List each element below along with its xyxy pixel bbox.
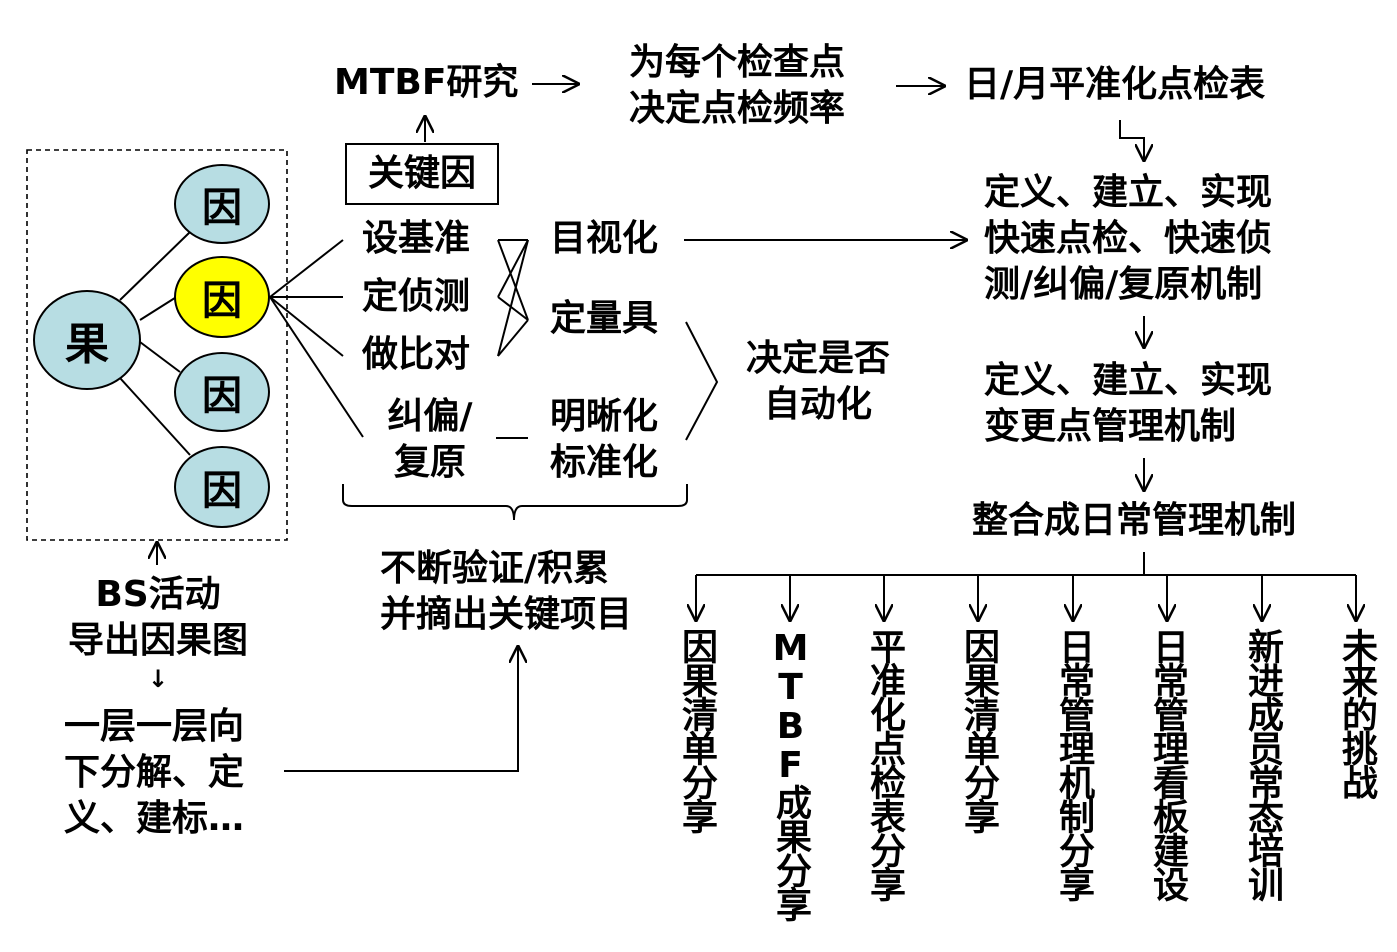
cause-effect-frame: [26, 149, 288, 541]
tool-gauge: 定量具: [550, 298, 659, 339]
automation-decision: 决定是否 自动化: [745, 338, 890, 425]
verify-accumulate: 不断验证/积累 并摘出关键项目: [380, 548, 633, 635]
key-factor-box: [345, 143, 499, 205]
action-compare: 做比对: [362, 334, 471, 375]
key-factor-label: 关键因: [367, 153, 476, 194]
layer-breakdown-label: 一层一层向 下分解、定 义、建标…: [64, 706, 245, 839]
cause-node-highlighted: 因: [174, 256, 270, 338]
integrate-daily-management: 整合成日常管理机制: [972, 500, 1297, 541]
verify-brace: [342, 484, 688, 521]
output-checklist-share: 平准化点检表分享: [864, 628, 905, 900]
action-tool-link: [497, 239, 529, 321]
automation-bracket: [685, 321, 719, 441]
effect-cause-link: [139, 295, 179, 321]
inspection-frequency: 为每个检查点 决定点检频率: [628, 42, 845, 129]
effect-cause-link: [139, 341, 181, 373]
output-daily-board: 日常管理看板建设: [1147, 628, 1188, 900]
leveled-checklist: 日/月平准化点检表: [964, 64, 1266, 105]
output-mtbf-results-share: MTBF成果分享: [770, 628, 811, 920]
cause-node: 因: [174, 446, 270, 528]
output-daily-mechanism-share: 日常管理机制分享: [1053, 628, 1094, 900]
mechanism-change-point: 定义、建立、实现 变更点管理机制: [984, 360, 1273, 447]
cause-node: 因: [174, 352, 270, 432]
output-future-challenge: 未来的挑战: [1336, 628, 1377, 798]
cause-action-link: [269, 296, 364, 438]
arrow-layer-to-verify: [284, 647, 518, 772]
effect-cause-link: [119, 231, 191, 301]
action-set-detection: 定侦测: [362, 276, 471, 317]
action-tool-link: [497, 319, 529, 357]
output-cause-effect-list-share-2: 因果清单分享: [958, 628, 999, 832]
cause-node: 因: [174, 164, 270, 244]
tool-clarify-standardize: 明晰化 标准化: [550, 396, 659, 483]
cause-action-link: [269, 296, 344, 357]
tool-visualize: 目视化: [550, 218, 659, 259]
action-tool-link: [497, 239, 529, 357]
arrow-checklist-to-mech1: [1119, 120, 1144, 160]
mtbf-research: MTBF研究: [334, 62, 519, 103]
mechanism-quick-inspection: 定义、建立、实现 快速点检、快速侦 测/纠偏/复原机制: [984, 172, 1273, 305]
action-tool-link: [497, 239, 529, 298]
effect-cause-link: [119, 377, 191, 456]
output-new-member-training: 新进成员常态培训: [1242, 628, 1283, 900]
action-set-baseline: 设基准: [362, 218, 471, 259]
output-cause-effect-list-share: 因果清单分享: [676, 628, 717, 832]
action-correct-restore: 纠偏/ 复原: [387, 396, 473, 483]
action-tool-link: [497, 296, 529, 321]
bs-activity-label: BS活动 导出因果图: [67, 574, 248, 661]
effect-node: 果: [33, 290, 141, 390]
cause-action-link: [269, 239, 344, 298]
down-arrow-glyph: ↓: [147, 665, 169, 693]
